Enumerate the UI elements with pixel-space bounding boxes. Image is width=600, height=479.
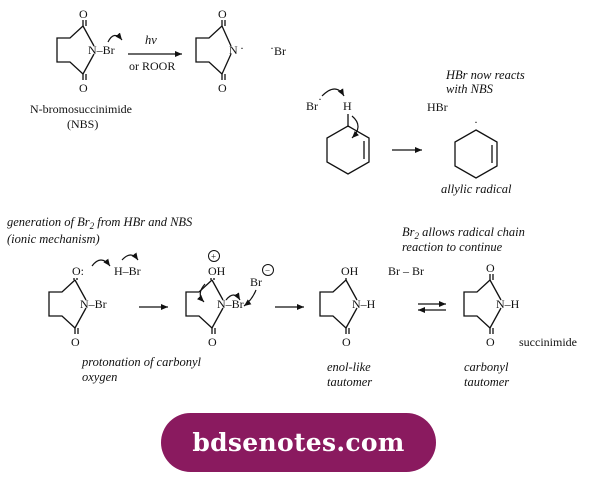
nbs-oxygen-top: O	[79, 7, 88, 21]
positive-charge-icon	[208, 250, 220, 262]
protonated-nitrogen-bromine: N–Br	[217, 297, 244, 311]
allylic-radical-ring	[454, 129, 498, 179]
enol-tautomer: N–H O	[319, 278, 376, 349]
cyclohexene	[326, 114, 370, 175]
protonation-arrow	[91, 258, 111, 267]
protonated-oxygen-bottom: O	[208, 335, 217, 349]
nbs2-nitrogen-bromine: N–Br	[80, 297, 107, 311]
protonated-oxygen: OH	[208, 264, 226, 278]
protonated-nbs: N–Br O	[185, 278, 244, 349]
chain-note-line1: Br2 allows radical chain	[402, 225, 525, 241]
nbs-nitrogen-bromine: N–Br	[88, 43, 115, 57]
radical-oxygen-bottom: O	[218, 81, 227, 95]
bromine-radical-dot: ·	[270, 41, 274, 55]
hydrogen-bromide: H–Br	[114, 264, 141, 278]
enol-caption-line2: tautomer	[327, 375, 372, 389]
carbonyl-caption-line2: tautomer	[464, 375, 509, 389]
nbs2-oxygen-bottom: O	[71, 335, 80, 349]
electron-push-arrow	[196, 283, 206, 303]
succinimide-nh: N–H	[496, 297, 520, 311]
ionic-title-line2: (ionic mechanism)	[7, 232, 100, 246]
succinimide-oxygen-top: O	[486, 261, 495, 275]
allylic-radical-dot: ·	[474, 115, 478, 129]
site-name: bdsenotes.com	[192, 428, 405, 457]
reagent-light: hν	[145, 33, 157, 47]
negative-charge-sign: −	[265, 266, 270, 276]
nbs-abbreviation: (NBS)	[67, 117, 98, 131]
hbr-note-line2: with NBS	[446, 82, 494, 96]
n-br-cleavage-arrow	[225, 292, 241, 301]
nbs-full-name: N-bromosuccinimide	[30, 102, 132, 116]
abstracting-bromine: Br	[306, 99, 318, 113]
carbonyl-caption-line1: carbonyl	[464, 360, 509, 374]
equilibrium-arrows	[418, 301, 446, 313]
reagent-peroxide: or ROOR	[129, 59, 175, 73]
succinimide: O N–H O	[463, 261, 520, 349]
negative-charge-icon	[262, 264, 274, 276]
hbr-product: HBr	[427, 100, 448, 114]
bromine-dot: ·	[318, 92, 322, 106]
site-banner[interactable]: bdsenotes.com	[161, 413, 436, 472]
bromine-radical: Br	[274, 44, 286, 58]
protonation-caption-line2: oxygen	[82, 370, 117, 384]
hbr-cleavage-arrow	[121, 252, 139, 261]
nbs-structure: O O N–Br	[56, 7, 123, 95]
abstraction-arrow	[321, 88, 345, 97]
radical-dot: ·	[240, 41, 244, 55]
bond-break-arrow	[351, 115, 360, 139]
radical-oxygen-top: O	[218, 7, 227, 21]
enol-oxygen-bottom: O	[342, 335, 351, 349]
bromine-molecule: Br – Br	[388, 264, 424, 278]
ionic-title-line1: generation of Br2 from HBr and NBS	[7, 215, 193, 231]
hbr-note-line1: HBr now reacts	[445, 68, 525, 82]
allylic-radical-caption: allylic radical	[441, 182, 512, 196]
chain-note-line2: reaction to continue	[402, 240, 503, 254]
enol-hydroxyl: OH	[341, 264, 359, 278]
nbs-structure-2: N–Br O	[48, 278, 107, 349]
nbs-oxygen-bottom: O	[79, 81, 88, 95]
succinimidyl-radical: O O N ·	[195, 7, 244, 95]
bromide-ion: Br	[250, 275, 262, 289]
homolysis-fishhook-arrow	[107, 32, 123, 43]
carbonyl-oxygen-lone-pair: O:	[72, 264, 84, 278]
radical-nitrogen: N	[229, 43, 238, 57]
positive-charge-sign: +	[211, 252, 216, 262]
succinimide-label: succinimide	[519, 335, 577, 349]
enol-caption-line1: enol-like	[327, 360, 371, 374]
enol-nh: N–H	[352, 297, 376, 311]
allylic-hydrogen: H	[343, 99, 352, 113]
bromide-attack-arrow	[243, 289, 257, 307]
protonation-caption-line1: protonation of carbonyl	[81, 355, 202, 369]
succinimide-oxygen-bottom: O	[486, 335, 495, 349]
